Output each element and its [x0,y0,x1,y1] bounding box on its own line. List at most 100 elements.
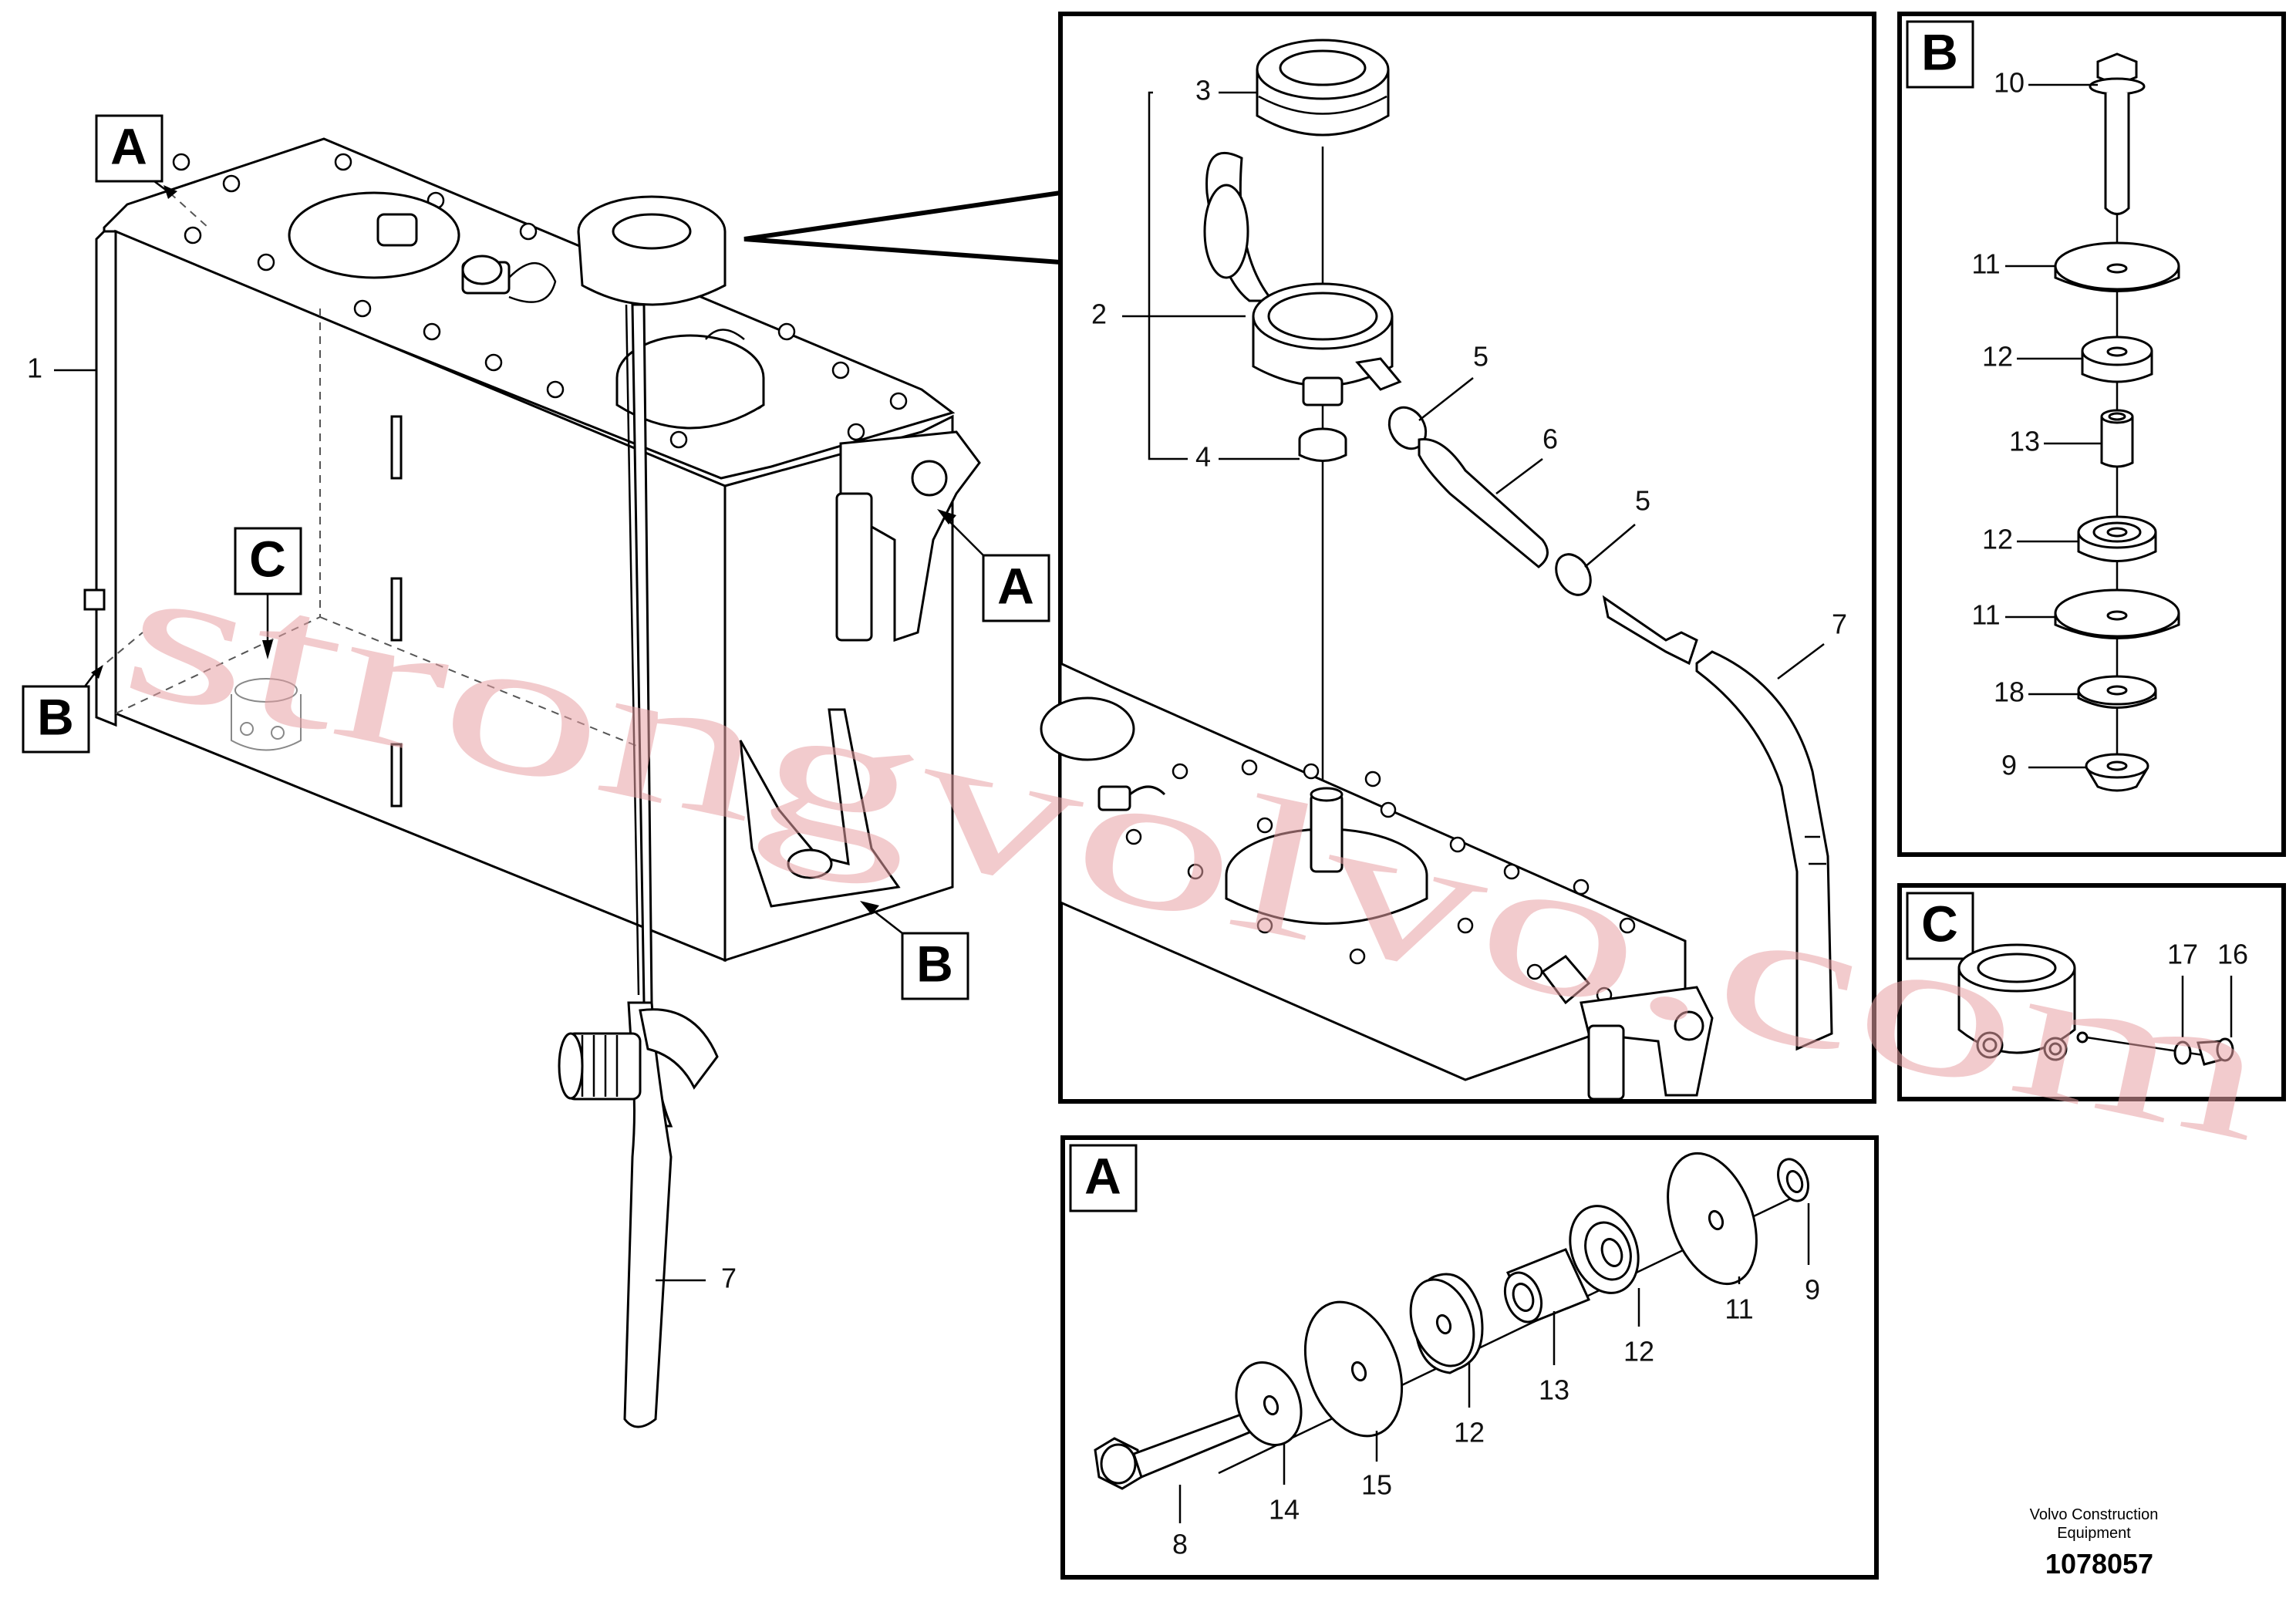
callout-a-15-text: 15 [1361,1469,1392,1501]
tank-left-face [95,230,117,727]
callout-7-main: 7 [656,1263,737,1294]
callout-b-11-bottom: 11 [1971,599,2055,631]
callout-5-lower: 5 [1584,485,1650,568]
callout-b-18: 18 [1994,676,2079,708]
callout-3: 3 [1195,75,1257,106]
callout-6-text: 6 [1542,423,1558,455]
detail-b-panel: B [1897,12,2286,857]
watermark-text: strongvolvo.com [107,520,2287,1182]
callout-5-upper: 5 [1418,341,1489,421]
callout-c-17-text: 17 [2167,939,2198,970]
callout-b-9: 9 [2001,750,2086,781]
sleeve-13-b [2100,409,2134,468]
callout-6: 6 [1495,423,1558,494]
view-tag-a-text: A [110,117,147,174]
tank-filler [577,195,765,430]
mounting-bracket-a [835,430,981,642]
callout-3-text: 3 [1195,75,1211,106]
callout-a-12-outer-text: 12 [1623,1336,1654,1367]
callout-b-12-bottom: 12 [1982,524,2079,555]
view-tag-a-top: A [95,114,209,228]
callout-a-8: 8 [1172,1485,1188,1560]
detail-a-frame [1060,1135,1879,1580]
callout-b-11-top-text: 11 [1971,248,2000,280]
view-tag-a-right: A [937,509,1050,622]
spacer-nut-9 [1777,1158,1809,1202]
detail-b-frame [1897,12,2286,857]
detail-c-tag: C [1921,895,1958,952]
hidden-edge [115,616,321,714]
callout-a-12-outer: 12 [1623,1288,1654,1367]
callout-1: 1 [27,352,96,384]
sight-slot [390,577,403,642]
footer-drawing-number: 1078057 [2045,1548,2153,1580]
detail-c-frame [1897,883,2286,1101]
detail-a-tag: A [1084,1147,1121,1204]
bushing-12-inner [1409,1273,1484,1374]
seal-ring [2173,1040,2192,1065]
pipe-sleeve [1602,595,1698,666]
view-tag-a-text: A [997,557,1034,614]
spacer-18 [2077,675,2157,709]
callout-b-10: 10 [1994,67,2098,99]
ghost-plug-boss [231,678,302,751]
filler-neck [1203,151,1402,406]
detail-b-tag: B [1921,23,1958,80]
bushing-12-bottom [2077,515,2157,562]
callout-c-16: 16 [2217,939,2248,1037]
hose-clamp-lower [1555,553,1592,596]
callout-b-12-top: 12 [1982,341,2082,373]
callout-5-upper-text: 5 [1473,341,1489,373]
nut-9-b [2085,753,2149,792]
callout-b-13-text: 13 [2009,426,2040,457]
drain-plug [376,213,418,247]
footer-company-line2: Equipment [2057,1525,2131,1542]
washer-11-bottom [2054,588,2180,639]
sight-slot [390,415,403,480]
footer-company-line1: Volvo Construction [2030,1506,2159,1523]
main-tank-view [83,137,981,1428]
plug-screw [2197,1037,2234,1066]
top-bolts [172,153,908,449]
bushing-12-outer [1569,1205,1640,1294]
callout-a-11-text: 11 [1725,1293,1753,1325]
plug-boss [1957,943,2089,1061]
callout-b-11-top: 11 [1971,248,2055,280]
callout-a-14-text: 14 [1269,1494,1300,1526]
callout-7-detail-text: 7 [1832,609,1847,640]
callout-2-text: 2 [1091,298,1107,330]
callout-b-12-bottom-text: 12 [1982,524,2013,555]
callout-4-text: 4 [1195,441,1211,473]
bushing-12-top [2081,336,2153,383]
screw-8 [1094,1410,1258,1490]
view-tag-b-right: B [860,901,969,1000]
callout-b-10-text: 10 [1994,67,2025,99]
callout-a-14: 14 [1269,1442,1300,1526]
screw-10 [2089,52,2146,215]
callout-2: 2 [1091,91,1246,460]
washer-11-top [2054,241,2180,292]
callout-5-lower-text: 5 [1635,485,1650,517]
inspection-cover [288,191,460,279]
filler-hose [1418,438,1549,568]
detail-a-panel: A [1060,1135,1879,1580]
callout-a-13: 13 [1539,1311,1569,1406]
view-tag-b-text: B [916,935,953,992]
callout-a-13-text: 13 [1539,1374,1569,1406]
callout-b-12-top-text: 12 [1982,341,2013,373]
zoom-wedge [743,190,1063,265]
detail-tank-top [1040,661,1714,1101]
callout-c-16-text: 16 [2217,939,2248,970]
sleeve-13 [1503,1248,1591,1324]
callout-b-13: 13 [2009,426,2102,457]
callout-a-9: 9 [1805,1203,1820,1306]
callout-4: 4 [1195,441,1300,473]
callout-a-15: 15 [1361,1431,1392,1501]
plate-washer-15 [1303,1300,1404,1438]
detail-c-panel: C [1897,883,2286,1101]
mounting-bracket-b [739,708,901,908]
pipe-nipple [558,1008,719,1101]
view-tag-c-text: C [249,530,286,587]
view-tag-b-text: B [37,688,74,745]
